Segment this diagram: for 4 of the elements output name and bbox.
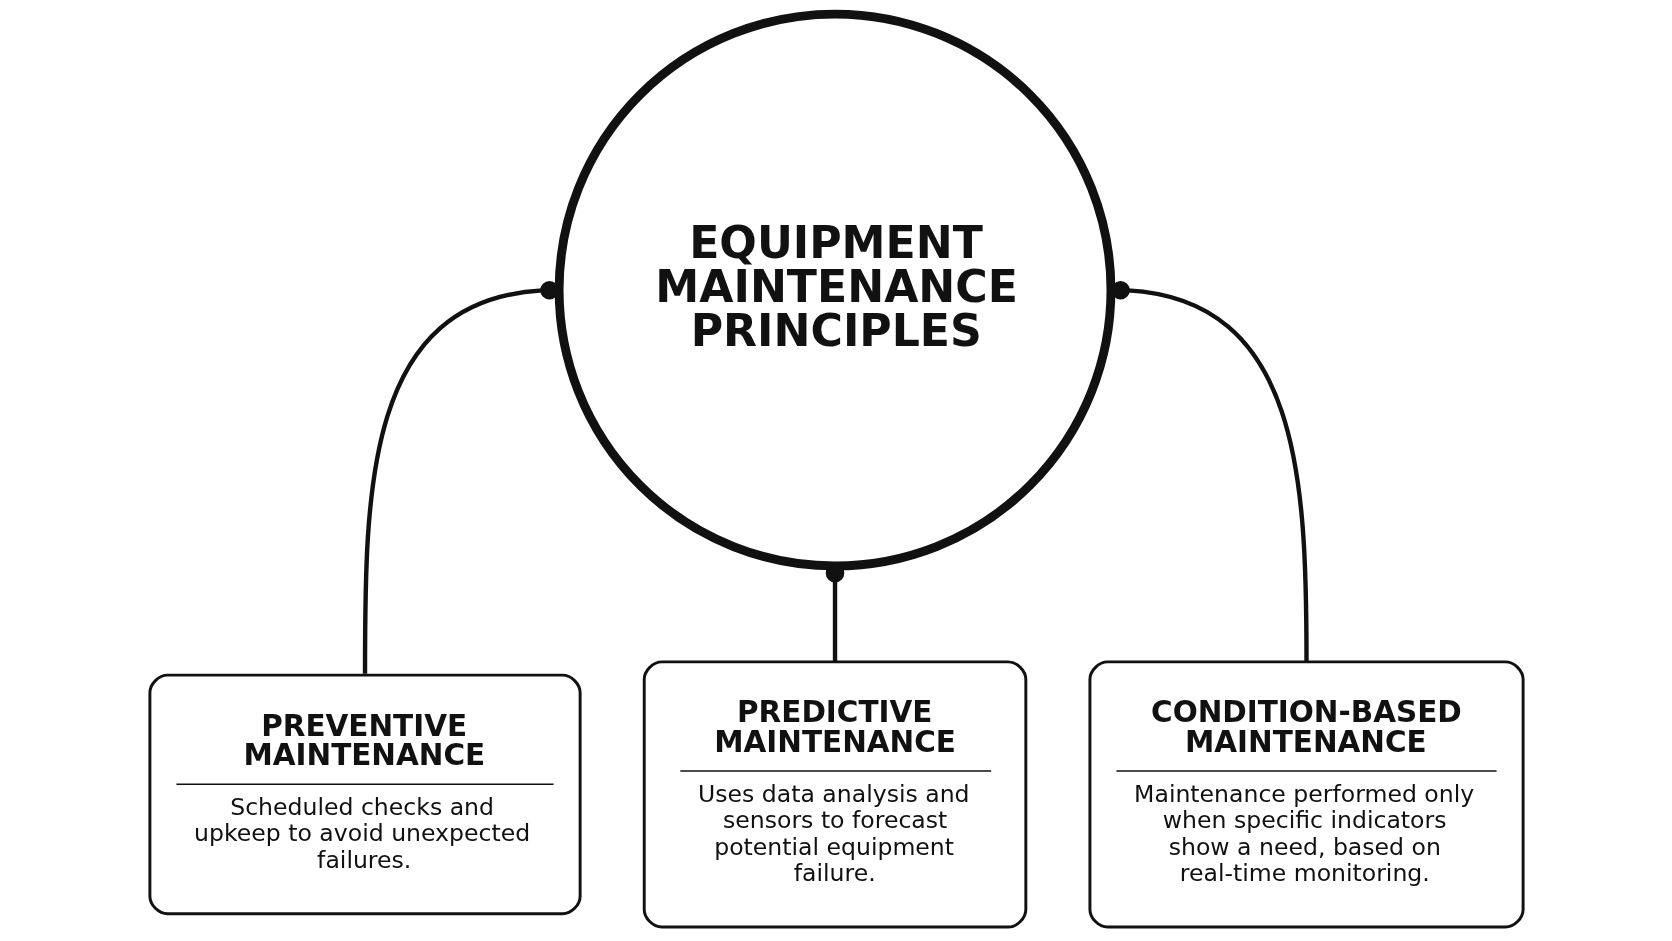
node-circle: EQUIPMENT MAINTENANCE PRINCIPLES <box>554 9 1115 571</box>
node-box: PREVENTIVE MAINTENANCE Scheduled checks and upkeep to avoid unexpected failures. <box>147 673 582 916</box>
node-box: CONDITION-BASED MAINTENANCE Maintenance performed only when specific indicators show a need, based on real-time monitoring. <box>1087 660 1525 929</box>
node-box: PREDICTIVE MAINTENANCE Uses data analysis and sensors to forecast potential equipment failure. <box>642 660 1027 929</box>
